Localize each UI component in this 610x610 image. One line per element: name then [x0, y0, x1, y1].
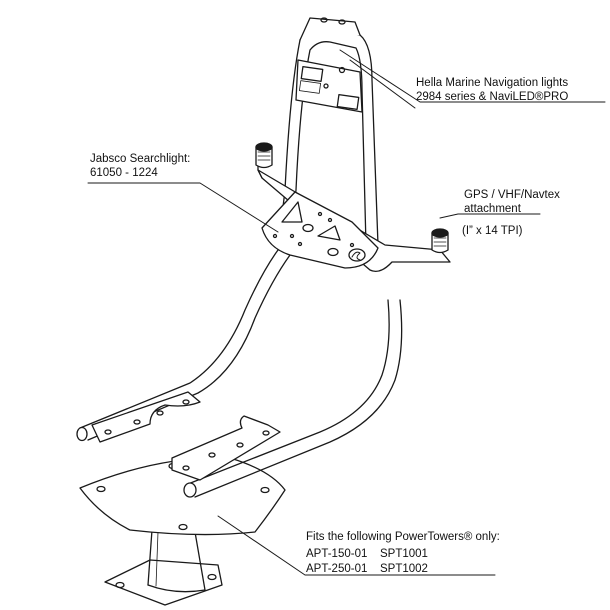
- gps-label-line1: GPS / VHF/Navtex: [464, 189, 560, 201]
- jabsco-label-line1: Jabsco Searchlight:: [90, 153, 191, 165]
- right-tube: [183, 299, 403, 498]
- hella-label-line2: 2984 series & NaviLED®PRO: [416, 91, 569, 103]
- pedestal-mount: [104, 529, 223, 606]
- leader-lines: [87, 49, 606, 576]
- jabsco-leader: [87, 182, 279, 233]
- fits-model-spt-1: SPT1001: [380, 548, 428, 560]
- right-foot-bracket: [171, 415, 281, 481]
- searchlight-platform: [261, 191, 379, 269]
- gps-label-line2: attachment: [464, 203, 521, 215]
- hella-leader-2: [349, 59, 416, 109]
- fits-leader: [217, 515, 496, 576]
- left-foot-bracket: [91, 391, 201, 443]
- fits-model-spt-2: SPT1002: [380, 563, 428, 575]
- right-attachment-post: [431, 228, 449, 254]
- left-attachment-post: [255, 142, 273, 169]
- gps-label-line3: (I” x 14 TPI): [462, 225, 523, 237]
- hella-label-line1: Hella Marine Navigation lights: [416, 77, 569, 89]
- hella-leader: [339, 49, 606, 103]
- fits-model-apt-2: APT-250-01: [306, 563, 368, 575]
- fits-model-apt-1: APT-150-01: [306, 548, 368, 560]
- left-tube: [76, 249, 291, 442]
- fits-heading: Fits the following PowerTowers® only:: [306, 531, 500, 543]
- gps-leader: [439, 213, 541, 219]
- jabsco-label-line2: 61050 - 1224: [90, 167, 158, 179]
- nav-light-plate: [295, 59, 363, 113]
